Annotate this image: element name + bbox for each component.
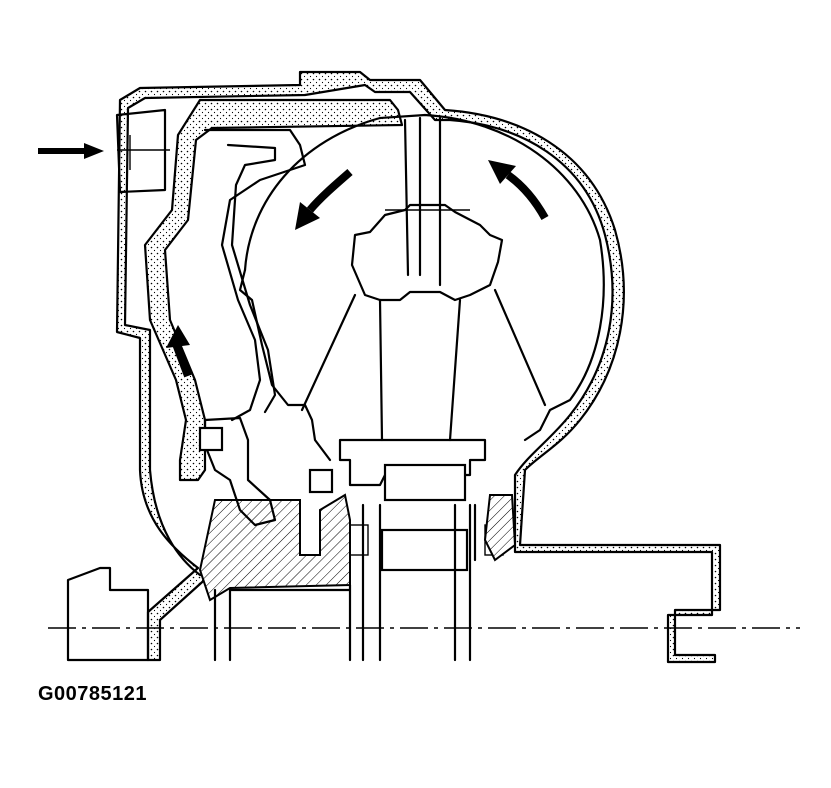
inlet-flow-arrow (38, 143, 104, 159)
torus-outline (243, 113, 605, 442)
base-plate (213, 583, 352, 662)
counterclockwise-flow-arrow-right (488, 160, 549, 220)
blade-lines (300, 288, 547, 442)
torus-inner-step (238, 268, 332, 462)
upward-flow-arrow (166, 325, 192, 378)
clip-bolt (308, 468, 334, 494)
converter-housing-shell (115, 70, 722, 664)
damper-assembly (203, 416, 277, 527)
inlet-block (115, 108, 167, 194)
damper-bolt (198, 426, 224, 452)
counterclockwise-flow-arrow-left (295, 168, 353, 230)
hub-hatched-section (198, 493, 351, 602)
stator-core (350, 203, 504, 302)
one-way-clutch (380, 528, 469, 572)
figure-id-label: G00785121 (38, 683, 148, 705)
left-flange (66, 566, 150, 662)
lockup-channel-inner (226, 143, 277, 414)
lockup-channel-outer (203, 128, 307, 422)
thrust-bearing (383, 463, 467, 502)
hub-hatched-right (483, 494, 517, 562)
